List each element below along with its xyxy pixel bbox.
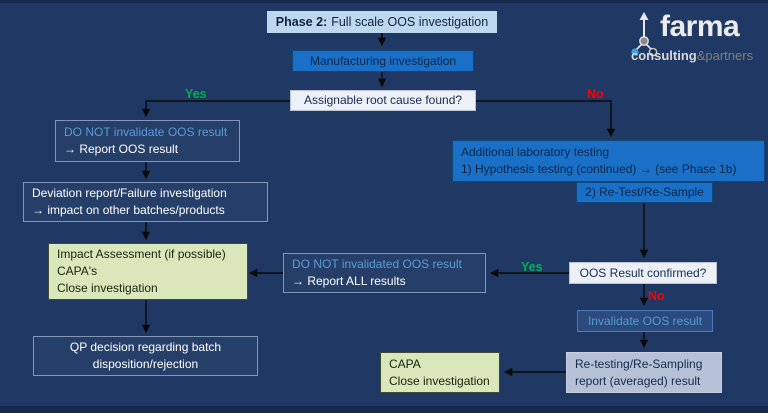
node-line: Manufacturing investigation: [309, 53, 457, 68]
node-line: Close investigation: [389, 373, 490, 388]
node-qp-decision: QP decision regarding batch disposition/…: [33, 336, 258, 376]
brand-tagline-gray: &partners: [696, 48, 754, 63]
node-line: CAPA's: [57, 264, 98, 278]
node-line: → Report ALL results: [292, 274, 406, 288]
farma-logo-icon: [631, 12, 658, 57]
node-invalidate-oos: Invalidate OOS result: [577, 310, 713, 332]
node-manufacturing-investigation: Manufacturing investigation: [292, 50, 474, 72]
node-phase2-title: Phase 2:Full scale OOS investigation: [267, 11, 497, 33]
label-yes-left: Yes: [185, 87, 207, 101]
node-line: Close investigation: [57, 281, 158, 295]
node-line: 2) Re-Test/Re-Sample: [585, 185, 704, 199]
node-line: DO NOT invalidated OOS result: [292, 257, 462, 271]
node-line: Impact Assessment (if possible): [57, 247, 226, 261]
node-line: OOS Result confirmed?: [579, 265, 707, 280]
brand-tagline-white: consulting: [631, 48, 697, 63]
node-line: → Report OOS result: [64, 142, 179, 156]
node-retesting-report: Re-testing/Re-Sampling report (averaged)…: [566, 352, 722, 393]
top-edge-band: [0, 0, 768, 3]
node-additional-lab-testing: Additional laboratory testing 1) Hypothe…: [452, 140, 765, 182]
farma-logo: farma consulting&partners: [628, 8, 758, 70]
node-line: QP decision regarding batch: [69, 340, 222, 354]
brand-name: farma: [660, 10, 740, 43]
node-do-not-invalidated-oos: DO NOT invalidated OOS result → Report A…: [283, 253, 486, 293]
node-do-not-invalidate-oos: DO NOT invalidate OOS result → Report OO…: [55, 120, 240, 162]
node-impact-assessment: Impact Assessment (if possible) CAPA's C…: [48, 243, 248, 300]
node-line: Deviation report/Failure investigation: [32, 186, 227, 200]
node-line: CAPA: [389, 356, 421, 371]
node-line: report (averaged) result: [575, 373, 701, 388]
node-line: 1) Hypothesis testing (continued) → (see…: [461, 162, 737, 176]
node-line: Additional laboratory testing: [461, 145, 610, 159]
connector-arrow: [476, 100, 616, 138]
label-yes-middle: Yes: [521, 260, 543, 274]
node-line: Assignable root cause found?: [303, 93, 463, 107]
node-line: → impact on other batches/products: [32, 203, 225, 217]
label-no-middle: No: [648, 289, 665, 303]
phase2-text: Full scale OOS investigation: [331, 15, 489, 29]
node-line: disposition/rejection: [92, 357, 199, 371]
phase2-prefix: Phase 2:: [275, 15, 328, 29]
node-assignable-root-cause: Assignable root cause found?: [290, 90, 476, 111]
node-retest-resample: 2) Re-Test/Re-Sample: [576, 182, 713, 203]
brand-tagline: consulting&partners: [631, 48, 753, 63]
node-line: Re-testing/Re-Sampling: [575, 356, 703, 371]
bottom-edge-band: [0, 406, 768, 413]
node-line: Invalidate OOS result: [587, 313, 703, 328]
label-no-right: No: [587, 87, 604, 101]
node-line: DO NOT invalidate OOS result: [64, 125, 228, 139]
node-capa-close: CAPA Close investigation: [380, 352, 500, 393]
node-oos-result-confirmed: OOS Result confirmed?: [569, 262, 717, 284]
node-deviation-report: Deviation report/Failure investigation →…: [23, 182, 268, 222]
connector-arrow: [141, 100, 290, 118]
